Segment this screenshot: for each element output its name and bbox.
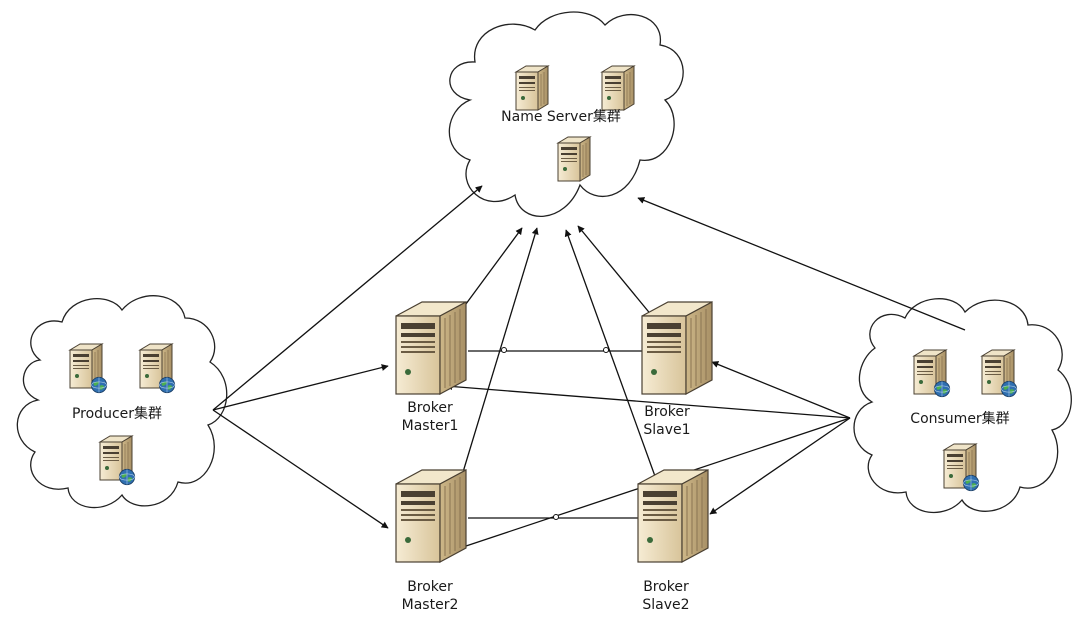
connection-consumer-slave1: [711, 361, 851, 419]
cloud-icon: [853, 298, 1072, 514]
broker-slave1-server-icon: [641, 301, 713, 395]
connection-producer-nameserver: [212, 185, 483, 411]
server-icon: [515, 65, 549, 111]
globe-icon: [90, 376, 108, 394]
globe-icon: [933, 380, 951, 398]
globe-icon: [158, 376, 176, 394]
connection-consumer-nameserver: [637, 197, 966, 331]
connection-consumer-master1: [445, 383, 851, 419]
broker-master2-server-icon: [395, 469, 467, 563]
cloud-icon: [16, 295, 228, 509]
connection-slave2-nameserver: [564, 229, 661, 491]
connection-consumer-slave2: [709, 417, 851, 515]
server-icon: [557, 136, 591, 182]
connection-producer-master1: [212, 364, 389, 411]
broker-master1-server-icon: [395, 301, 467, 395]
globe-icon: [118, 468, 136, 486]
globe-icon: [962, 474, 980, 492]
cloud-icon: [448, 11, 684, 218]
globe-icon: [1000, 380, 1018, 398]
connection-producer-master2: [212, 409, 389, 529]
server-icon: [601, 65, 635, 111]
connection-master2-nameserver: [459, 227, 539, 483]
broker-slave2-server-icon: [637, 469, 709, 563]
